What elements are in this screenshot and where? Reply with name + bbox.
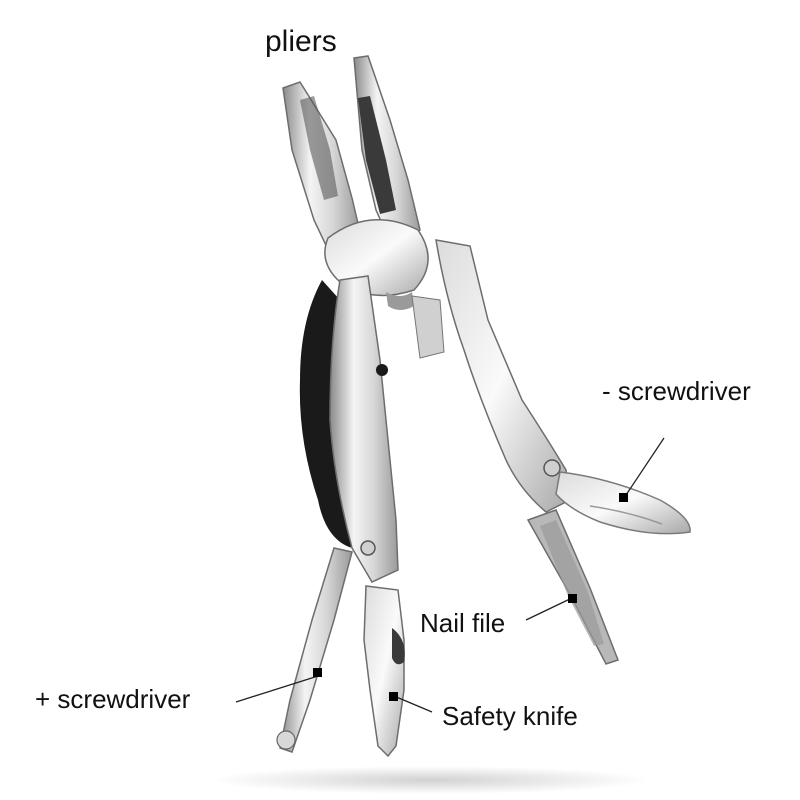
marker-phillips-screwdriver — [313, 668, 322, 677]
marker-flat-screwdriver — [619, 493, 628, 502]
pliers-jaws — [282, 55, 421, 260]
marker-safety-knife — [389, 692, 398, 701]
flat-screwdriver-blade — [555, 471, 691, 535]
leader-markers — [313, 493, 628, 701]
leader-phillips-screwdriver — [235, 675, 319, 703]
safety-knife-blade — [363, 585, 405, 758]
label-phillips-screwdriver: + screwdriver — [35, 684, 191, 714]
leader-safety-knife — [393, 695, 433, 713]
label-pliers: pliers — [265, 25, 337, 58]
marker-nail-file — [568, 594, 577, 603]
label-nail-file: Nail file — [420, 608, 506, 638]
pliers-pivot — [324, 219, 429, 297]
leader-flat-screwdriver — [623, 437, 665, 499]
left-handle — [299, 275, 399, 583]
label-safety-knife: Safety knife — [442, 701, 578, 731]
floor-shadow — [210, 766, 650, 794]
phillips-screwdriver-blade — [279, 547, 353, 753]
label-flat-screwdriver: - screwdriver — [602, 376, 751, 406]
pliers-spring — [386, 292, 414, 310]
leader-lines — [235, 437, 665, 713]
right-handle — [411, 239, 571, 513]
leader-nail-file — [525, 597, 573, 621]
